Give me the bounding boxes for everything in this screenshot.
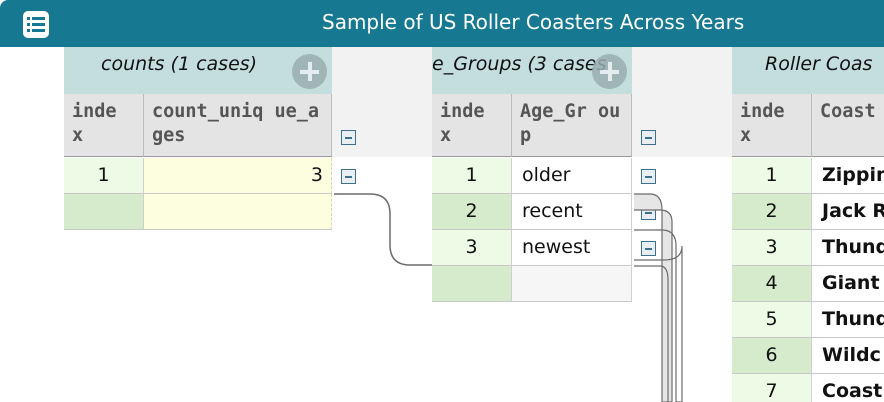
roller-coasters-table-title: Roller Coas — [765, 53, 873, 75]
age-group-cell[interactable]: newest — [512, 230, 632, 266]
coaster-cell[interactable]: Jack R — [812, 194, 884, 230]
table-list-icon[interactable] — [23, 11, 49, 38]
table-row-index[interactable]: 7 — [732, 374, 812, 402]
window-titlebar: Sample of US Roller Coasters Across Year… — [0, 0, 884, 47]
coaster-cell[interactable]: Thund — [812, 302, 884, 338]
column-header-index[interactable]: inde x — [732, 94, 812, 157]
column-header-count-unique-ages[interactable]: count_uniq ue_ages — [144, 94, 332, 157]
table-row-index[interactable]: 2 — [732, 194, 812, 230]
table-row-index[interactable]: 3 — [432, 230, 512, 266]
table-row-index[interactable]: 4 — [732, 266, 812, 302]
coaster-cell[interactable]: Wildc — [812, 338, 884, 374]
new-row-cell[interactable] — [512, 266, 632, 302]
new-row-cell[interactable] — [144, 194, 332, 230]
collapse-all-icon[interactable] — [341, 130, 356, 145]
collapse-row-icon[interactable] — [641, 169, 656, 184]
age-groups-table: e_Groups (3 cases inde x Age_Gr oup 1 ol… — [432, 47, 632, 402]
coaster-cell[interactable]: Thund — [812, 230, 884, 266]
collapse-row-icon[interactable] — [641, 241, 656, 256]
column-header-index[interactable]: inde x — [432, 94, 512, 157]
column-header-age-group[interactable]: Age_Gr oup — [512, 94, 632, 157]
table-row-index[interactable]: 1 — [732, 158, 812, 194]
table-row-index[interactable]: 1 — [432, 158, 512, 194]
counts-table-title: counts (1 cases) — [101, 53, 258, 75]
collapse-row-icon[interactable] — [641, 205, 656, 220]
table-title: Roller Coas — [732, 47, 884, 94]
age-group-cell[interactable]: recent — [512, 194, 632, 230]
coaster-cell[interactable]: Zippin — [812, 158, 884, 194]
count-unique-ages-cell[interactable]: 3 — [144, 158, 332, 194]
collapse-all-icon[interactable] — [641, 130, 656, 145]
table-row-index[interactable]: 2 — [432, 194, 512, 230]
new-row-index[interactable] — [64, 194, 144, 230]
new-row-index[interactable] — [432, 266, 512, 302]
table-row-index[interactable]: 5 — [732, 302, 812, 338]
plus-circle-icon[interactable] — [292, 54, 327, 89]
coaster-cell[interactable]: Giant — [812, 266, 884, 302]
table-row-index[interactable]: 1 — [64, 158, 144, 194]
table-row-index[interactable]: 3 — [732, 230, 812, 266]
column-header-coaster[interactable]: Coast — [812, 94, 884, 157]
age-groups-table-title: e_Groups (3 cases — [432, 53, 607, 75]
coaster-cell[interactable]: Coast — [812, 374, 884, 402]
plus-circle-icon[interactable] — [592, 54, 627, 89]
table-title: counts (1 cases) — [64, 47, 332, 94]
window-title: Sample of US Roller Coasters Across Year… — [322, 10, 745, 34]
column-header-index[interactable]: inde x — [64, 94, 144, 157]
collapse-row-icon[interactable] — [341, 169, 356, 184]
counts-table: counts (1 cases) inde x count_uniq ue_ag… — [64, 47, 332, 402]
table-row-index[interactable]: 6 — [732, 338, 812, 374]
roller-coasters-table: Roller Coas inde x Coast 1 Zippin 2 Jack… — [732, 47, 884, 402]
age-group-cell[interactable]: older — [512, 158, 632, 194]
